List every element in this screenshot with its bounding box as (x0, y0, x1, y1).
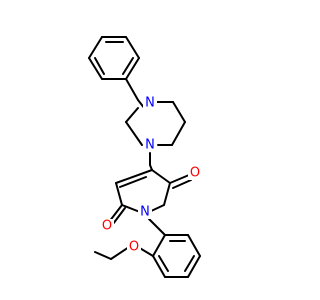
atom-label-n-piperazine-bottom: N (145, 138, 155, 153)
atom-label-n-piperazine-top: N (145, 96, 155, 111)
atom-label-n-maleimide: N (140, 205, 150, 220)
benzyl-ch2-bonds (125, 78, 146, 110)
piperazine-maleimide-bond (149, 152, 153, 171)
piperazine-ring (125, 101, 186, 146)
atom-labels: N N N O O O (100, 96, 202, 255)
atom-label-o-carbonyl-left: O (102, 219, 112, 234)
benzyl-ring (88, 36, 140, 80)
atom-label-o-methoxy: O (129, 240, 139, 255)
methoxy-bonds (94, 246, 154, 260)
maleimide-ring (115, 169, 171, 213)
methoxyphenyl-ring (152, 234, 201, 278)
atom-label-o-carbonyl-right: O (190, 166, 200, 181)
n-aryl-bond (148, 218, 166, 236)
molecule-structure: N N N O O O (88, 36, 202, 278)
molecule-canvas: N N N O O O (88, 36, 202, 278)
